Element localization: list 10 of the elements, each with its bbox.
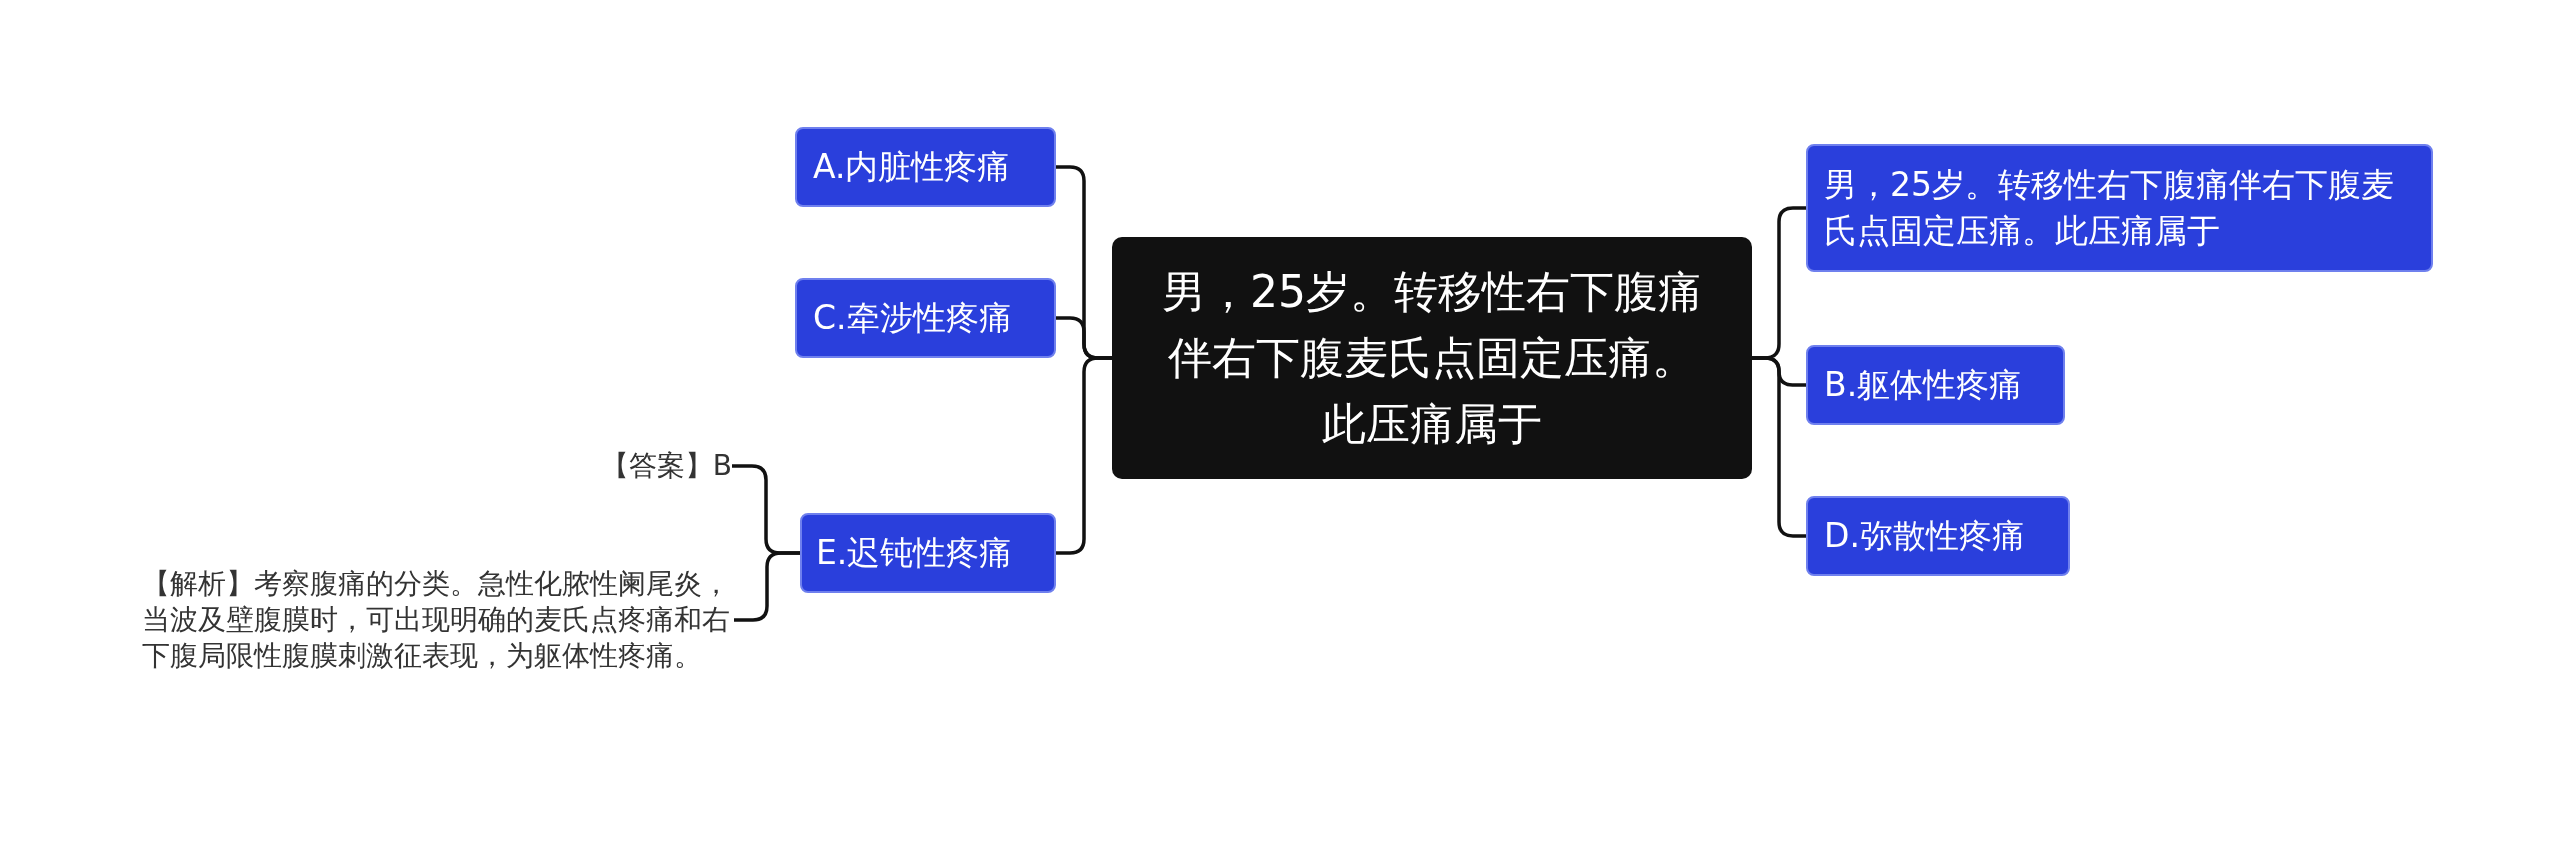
topic-box: A.内脏性疼痛 (795, 127, 1056, 207)
connector-line (1752, 356, 1806, 538)
topic-box: E.迟钝性疼痛 (800, 513, 1056, 593)
topic-box: D.弥散性疼痛 (1806, 496, 2070, 576)
note-text: 【解析】考察腹痛的分类。急性化脓性阑尾炎，当波及壁腹膜时，可出现明确的麦氏点疼痛和右下腹局限性腹膜刺激征表现，为躯体性疼痛。 (142, 566, 734, 674)
topic-box: B.躯体性疼痛 (1806, 345, 2065, 425)
topic-box: C.牵涉性疼痛 (795, 278, 1056, 358)
note-text: 【答案】B (560, 448, 732, 484)
topic-box: 男，25岁。转移性右下腹痛伴右下腹麦氏点固定压痛。此压痛属于 (1806, 144, 2433, 272)
root-topic: 男，25岁。转移性右下腹痛伴右下腹麦氏点固定压痛。此压痛属于 (1112, 237, 1752, 479)
